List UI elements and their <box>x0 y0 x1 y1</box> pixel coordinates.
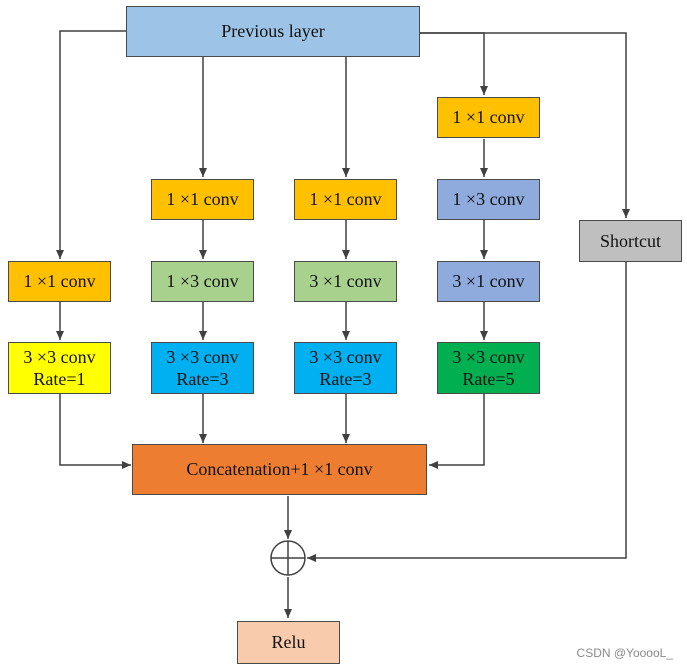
concat-node: Concatenation+1 ×1 conv <box>132 444 427 495</box>
previous-layer-node: Previous layer <box>126 6 420 57</box>
arrow-b1-to-concat <box>59 394 131 469</box>
arrow-b4-to-concat <box>429 394 485 469</box>
branch3-conv3-node: 3 ×3 conv Rate=3 <box>294 342 397 394</box>
branch3-conv1-node: 1 ×1 conv <box>294 179 397 220</box>
branch4-conv4-label: 3 ×3 conv <box>452 346 525 367</box>
relu-node: Relu <box>237 621 340 664</box>
branch4-conv1-node: 1 ×1 conv <box>437 97 540 138</box>
branch2-conv2-node: 1 ×3 conv <box>151 261 254 302</box>
shortcut-node: Shortcut <box>579 220 682 262</box>
previous-layer-label: Previous layer <box>221 21 325 42</box>
branch4-conv3-label: 3 ×1 conv <box>452 271 525 292</box>
arrow-prev-to-branch1 <box>56 30 126 259</box>
branch1-conv2-label: 3 ×3 conv <box>23 346 96 367</box>
branch1-conv2-node: 3 ×3 conv Rate=1 <box>8 342 111 394</box>
branch4-conv1-label: 1 ×1 conv <box>452 107 525 128</box>
branch2-conv1-node: 1 ×1 conv <box>151 179 254 220</box>
branch2-conv3-label: 3 ×3 conv <box>166 346 239 367</box>
arrow-shortcut-to-add <box>307 262 627 562</box>
branch3-conv2-node: 3 ×1 conv <box>294 261 397 302</box>
branch2-conv1-label: 1 ×1 conv <box>166 189 239 210</box>
branch3-conv2-label: 3 ×1 conv <box>309 271 382 292</box>
branch4-conv4-rate: Rate=5 <box>462 369 515 389</box>
branch1-conv1-label: 1 ×1 conv <box>23 271 96 292</box>
relu-label: Relu <box>271 632 306 653</box>
add-node <box>270 540 306 576</box>
shortcut-label: Shortcut <box>600 230 661 251</box>
arrow-prev-to-branch4 <box>420 32 488 95</box>
branch3-conv3-rate: Rate=3 <box>319 369 372 389</box>
branch2-conv3-node: 3 ×3 conv Rate=3 <box>151 342 254 394</box>
concat-label: Concatenation+1 ×1 conv <box>186 459 373 480</box>
branch2-conv2-label: 1 ×3 conv <box>166 271 239 292</box>
branch4-conv2-node: 1 ×3 conv <box>437 179 540 220</box>
branch1-conv1-node: 1 ×1 conv <box>8 261 111 302</box>
branch4-conv2-label: 1 ×3 conv <box>452 189 525 210</box>
branch3-conv3-label: 3 ×3 conv <box>309 346 382 367</box>
branch4-conv4-node: 3 ×3 conv Rate=5 <box>437 342 540 394</box>
watermark: CSDN @YooooL_ <box>576 646 673 660</box>
branch1-conv2-rate: Rate=1 <box>33 369 86 389</box>
branch2-conv3-rate: Rate=3 <box>176 369 229 389</box>
branch3-conv1-label: 1 ×1 conv <box>309 189 382 210</box>
branch4-conv3-node: 3 ×1 conv <box>437 261 540 302</box>
